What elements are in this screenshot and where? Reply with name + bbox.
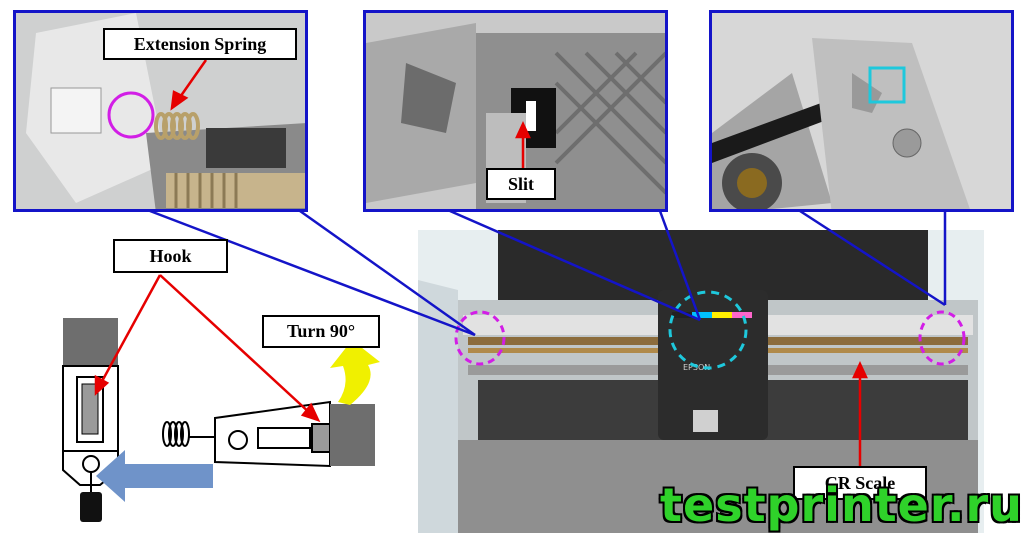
spring-end-icon — [80, 492, 102, 522]
extension-spring-coil — [154, 112, 200, 140]
scale-hook-highlight — [868, 66, 906, 104]
left-hook-location-highlight — [454, 310, 506, 366]
cr-scale-hook-panel — [709, 10, 1014, 212]
cr-scale-hook-photo — [712, 13, 1011, 209]
hook-label: Hook — [113, 239, 228, 273]
slit-label: Slit — [486, 168, 556, 200]
cr-scale-label: CR Scale — [793, 466, 927, 500]
print-head-carriage — [658, 290, 768, 440]
turn-90-label: Turn 90° — [262, 315, 380, 348]
spring-coil-icon — [162, 421, 190, 447]
extension-spring-label: Extension Spring — [103, 28, 297, 60]
hook-illustration — [62, 318, 380, 522]
slit-opening — [526, 101, 536, 131]
turn-direction-arrow-icon — [330, 340, 380, 405]
right-hook-location-highlight — [918, 310, 966, 366]
slit-detail-photo — [366, 13, 665, 209]
spring-hook-highlight — [107, 91, 155, 139]
pull-direction-arrow-icon — [96, 450, 213, 502]
watermark-text: testprinter.ru — [660, 478, 1023, 532]
slit-location-highlight — [668, 290, 748, 370]
slit-detail-panel — [363, 10, 668, 212]
